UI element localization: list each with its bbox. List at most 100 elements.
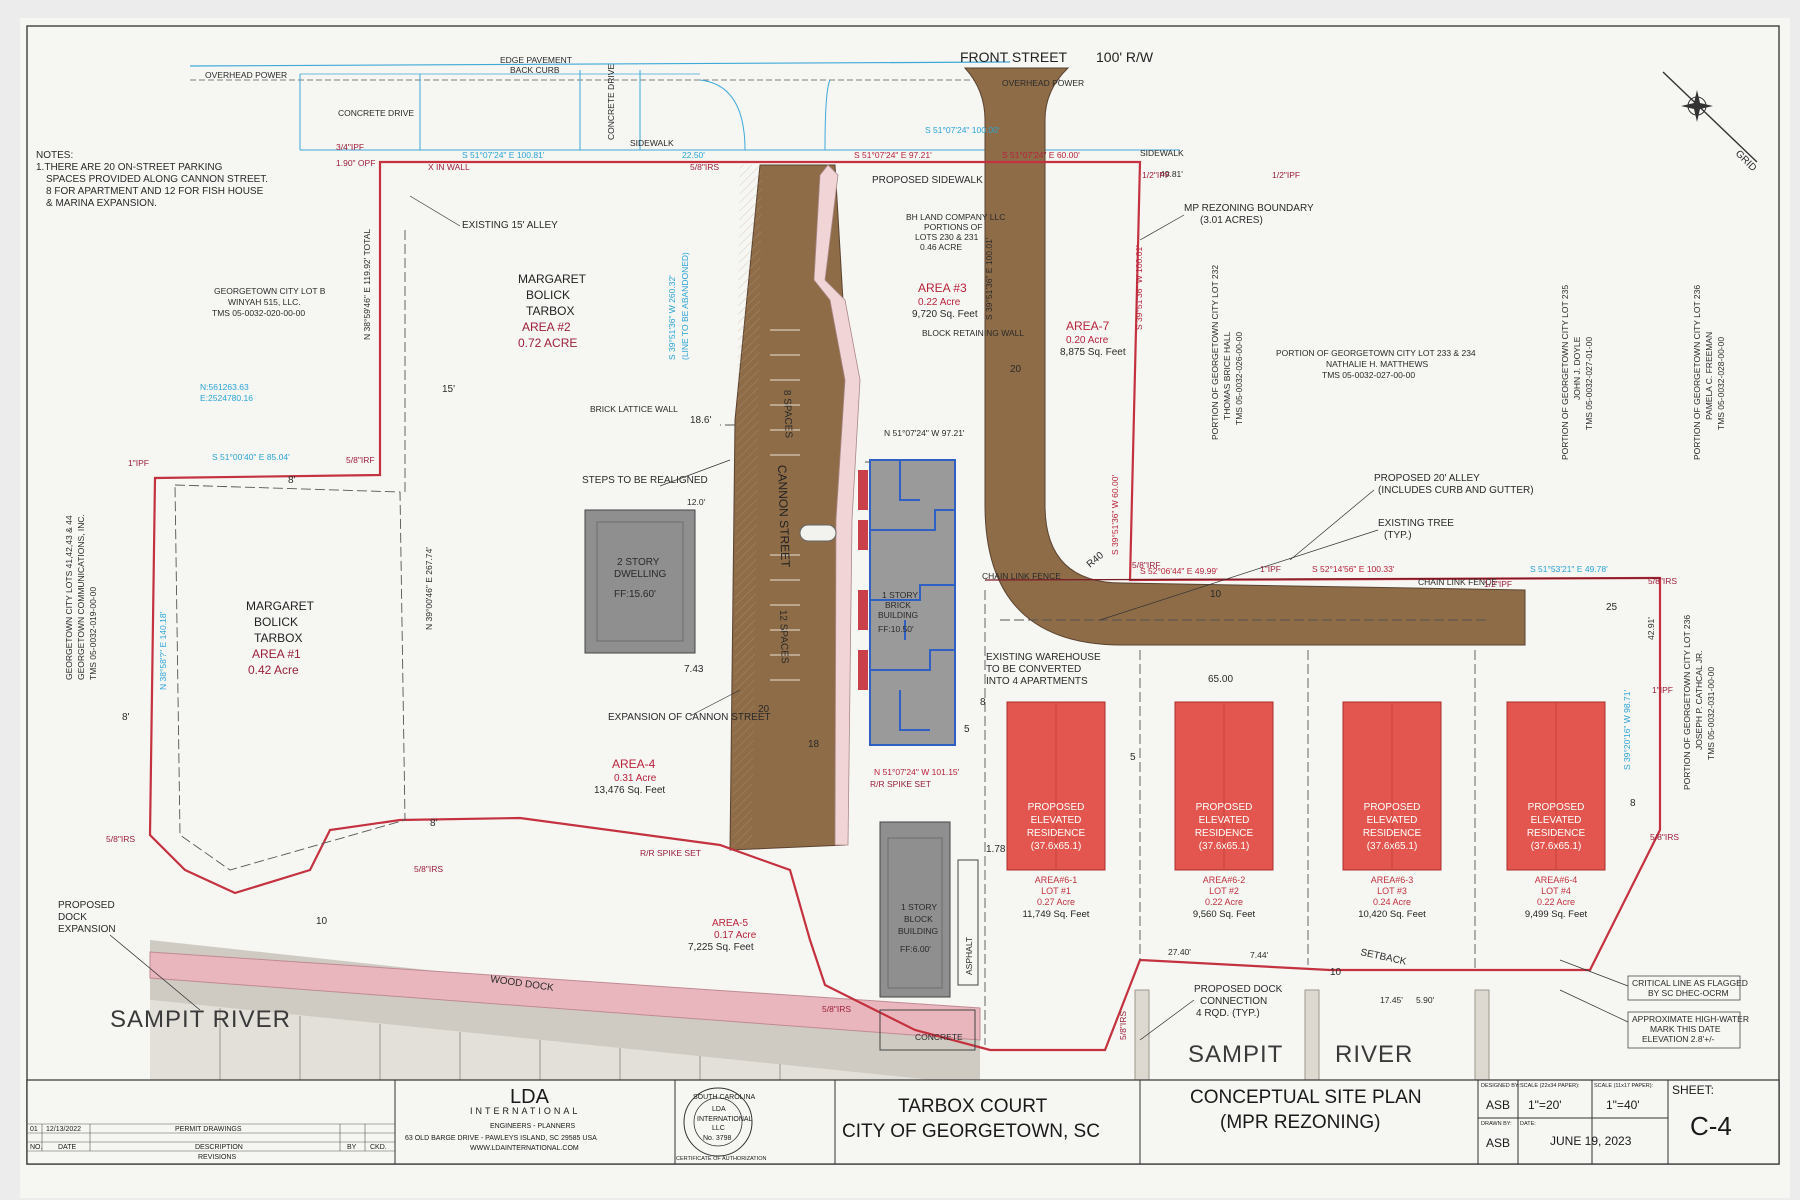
firm-addr: 63 OLD BARGE DRIVE - PAWLEYS ISLAND, SC … [405, 1135, 597, 1142]
lot236-3: TMS 05-0032-028-00-00 [1716, 337, 1726, 430]
area2-owner-3: TARBOX [526, 304, 574, 318]
curb-returns [699, 79, 831, 151]
cannon-street-label: CANNON STREET [775, 465, 793, 569]
bearing-v2: N 39°00'46" E 267.74' [424, 547, 434, 630]
proposed-dock-expansion [149, 951, 981, 1041]
title-block: 01 12/13/2022 PERMIT DRAWINGS NO. DATE D… [26, 1079, 1780, 1165]
col-no: NO. [30, 1144, 43, 1151]
date-value: JUNE 19, 2023 [1550, 1134, 1632, 1148]
residence-label-1: PROPOSED [1528, 802, 1585, 813]
dock-connection-1: PROPOSED DOCK [1194, 984, 1283, 995]
left-lots-1: GEORGETOWN CITY LOTS 41,42,43 & 44 [64, 515, 74, 680]
firm-sub: INTERNATIONAL [470, 1106, 580, 1116]
col-date: DATE [58, 1144, 76, 1151]
back-curb-label: BACK CURB [510, 65, 560, 75]
sampit-river-right-2: RIVER [1335, 1041, 1413, 1068]
warehouse-label-2: TO BE CONVERTED [986, 664, 1081, 675]
firm-name: LDA [510, 1086, 550, 1108]
lot235-2: JOHN J. DOYLE [1572, 336, 1582, 400]
dim-4981: 49.81' [1160, 169, 1183, 179]
chain-link-label-2: CHAIN LINK FENCE [1418, 577, 1497, 587]
residence-sqft: 11,749 Sq. Feet [1023, 909, 1090, 920]
mp-boundary-label-2: (3.01 ACRES) [1200, 215, 1263, 226]
proposed-20-alley [963, 67, 1526, 646]
concrete-drive-left [299, 74, 421, 150]
brick-label-1: 1 STORY [882, 590, 918, 600]
front-street-area: EDGE PAVEMENT BACK CURB OVERHEAD POWER C… [189, 49, 1184, 158]
area5-acre: 0.17 Acre [714, 930, 757, 941]
dim-4291: 42.91' [1646, 617, 1656, 640]
project-title-1: TARBOX COURT [898, 1096, 1048, 1117]
date-label: DATE: [1520, 1121, 1536, 1127]
brick-building [869, 459, 956, 746]
dim-8b: 8' [122, 712, 130, 723]
front-street-label: FRONT STREET [960, 49, 1068, 65]
pin-17: 5/8"IRS [1118, 1011, 1128, 1040]
scale1-label: SCALE (22x34 PAPER): [1520, 1083, 1580, 1089]
title-block-frame [26, 1079, 1780, 1165]
area3-acre: 0.22 Acre [918, 297, 961, 308]
lot232-1: PORTION OF GEORGETOWN CITY LOT 232 [1210, 265, 1220, 440]
bearing-v1: N 38°59'46" E 119.92' TOTAL [362, 229, 372, 340]
bearing-v4: S 39°51'36" W 100.01' [1134, 245, 1144, 330]
residence-label-2: ELEVATED [1367, 815, 1418, 826]
alley-20-label-2: (INCLUDES CURB AND GUTTER) [1378, 485, 1534, 496]
drawn-label: DRAWN BY: [1481, 1121, 1512, 1127]
lot236-2: PAMELA C. FREEMAN [1704, 332, 1714, 420]
notes-line-4: & MARINA EXPANSION. [46, 198, 157, 209]
bearing-b3: S 51°07'24" E 60.00' [1002, 150, 1080, 160]
lot232-2: THOMAS BRICE HALL [1222, 331, 1232, 420]
residence-area: AREA#6-3 [1371, 875, 1414, 885]
sampit-river-left: SAMPIT RIVER [110, 1006, 291, 1033]
critical-line-box [1627, 975, 1741, 1001]
bh-land-4: 0.46 ACRE [920, 242, 962, 252]
critical-line-2: BY SC DHEC-OCRM [1648, 988, 1729, 998]
cannon-dim-20: 20 [758, 704, 770, 715]
left-lots-3: TMS 05-0032-019-00-00 [88, 587, 98, 680]
notes-block: NOTES: 1.THERE ARE 20 ON-STREET PARKING … [36, 150, 268, 209]
adjacent-parcels: GEORGETOWN CITY LOT B WINYAH 515, LLC. T… [64, 265, 1726, 790]
bearing-b9: S 51°53'21" E 49.78' [1530, 564, 1608, 574]
asphalt-strip [957, 859, 979, 986]
dim-25: 25 [1606, 602, 1618, 613]
bearing-b8: S 52°14'56" E 100.33' [1312, 564, 1395, 574]
existing-tree-label-1: EXISTING TREE [1378, 518, 1454, 529]
residence-acre: 0.27 Acre [1037, 897, 1075, 907]
pin-3: X IN WALL [428, 162, 470, 172]
apartment-wall-lines [870, 460, 955, 731]
lot236b-3: TMS 05-0032-031-00-00 [1706, 667, 1716, 760]
block-label-3: BUILDING [898, 926, 938, 936]
bearing-b1b: 22.50' [682, 150, 705, 160]
notes-heading: NOTES: [36, 150, 73, 161]
seal-mid-3: LLC [712, 1125, 725, 1132]
dock-expansion-label-1: PROPOSED [58, 900, 115, 911]
left-lots-2: GEORGETOWN COMMUNICATIONS, INC. [76, 514, 86, 680]
residence-size: (37.6x65.1) [1531, 841, 1582, 852]
residence-label-3: RESIDENCE [1363, 828, 1422, 839]
residence-lot-3: PROPOSEDELEVATEDRESIDENCE(37.6x65.1)AREA… [1342, 701, 1442, 920]
dim-120: 12.0' [687, 497, 706, 507]
rev-no: 01 [30, 1126, 38, 1133]
residence-area: AREA#6-1 [1035, 875, 1078, 885]
existing-dwelling: 2 STORY DWELLING FF:15.60' [584, 509, 696, 654]
lot-b-2: WINYAH 515, LLC. [228, 297, 301, 307]
brick-label-4: FF:10.50' [878, 624, 914, 634]
rr-spike-1: R/R SPIKE SET [640, 848, 701, 858]
residence-label-2: ELEVATED [1199, 815, 1250, 826]
dim-178: 1.78 [986, 844, 1006, 855]
area2-owner-1: MARGARET [518, 272, 587, 286]
seal-mid-2: INTERNATIONAL [697, 1116, 753, 1123]
sampit-river-right-1: SAMPIT [1188, 1041, 1283, 1068]
pin-10: 5/8"IRS [414, 864, 443, 874]
alley-dim-20: 20 [1010, 364, 1022, 375]
scale2-value: 1"=40' [1606, 1098, 1640, 1112]
residence-size: (37.6x65.1) [1031, 841, 1082, 852]
dim-8e: 8 [1630, 798, 1636, 809]
pin-4: 5/8"IRS [690, 162, 719, 172]
brick-lattice-label: BRICK LATTICE WALL [590, 404, 678, 414]
bearing-v5: S 39°51'36" W 60.00' [1110, 475, 1120, 555]
lot-b-1: GEORGETOWN CITY LOT B [214, 286, 326, 296]
north-arrow-star [1681, 90, 1713, 122]
residence-label-1: PROPOSED [1196, 802, 1253, 813]
area-labels: MARGARET BOLICK TARBOX AREA #1 0.42 Acre… [246, 272, 1126, 953]
